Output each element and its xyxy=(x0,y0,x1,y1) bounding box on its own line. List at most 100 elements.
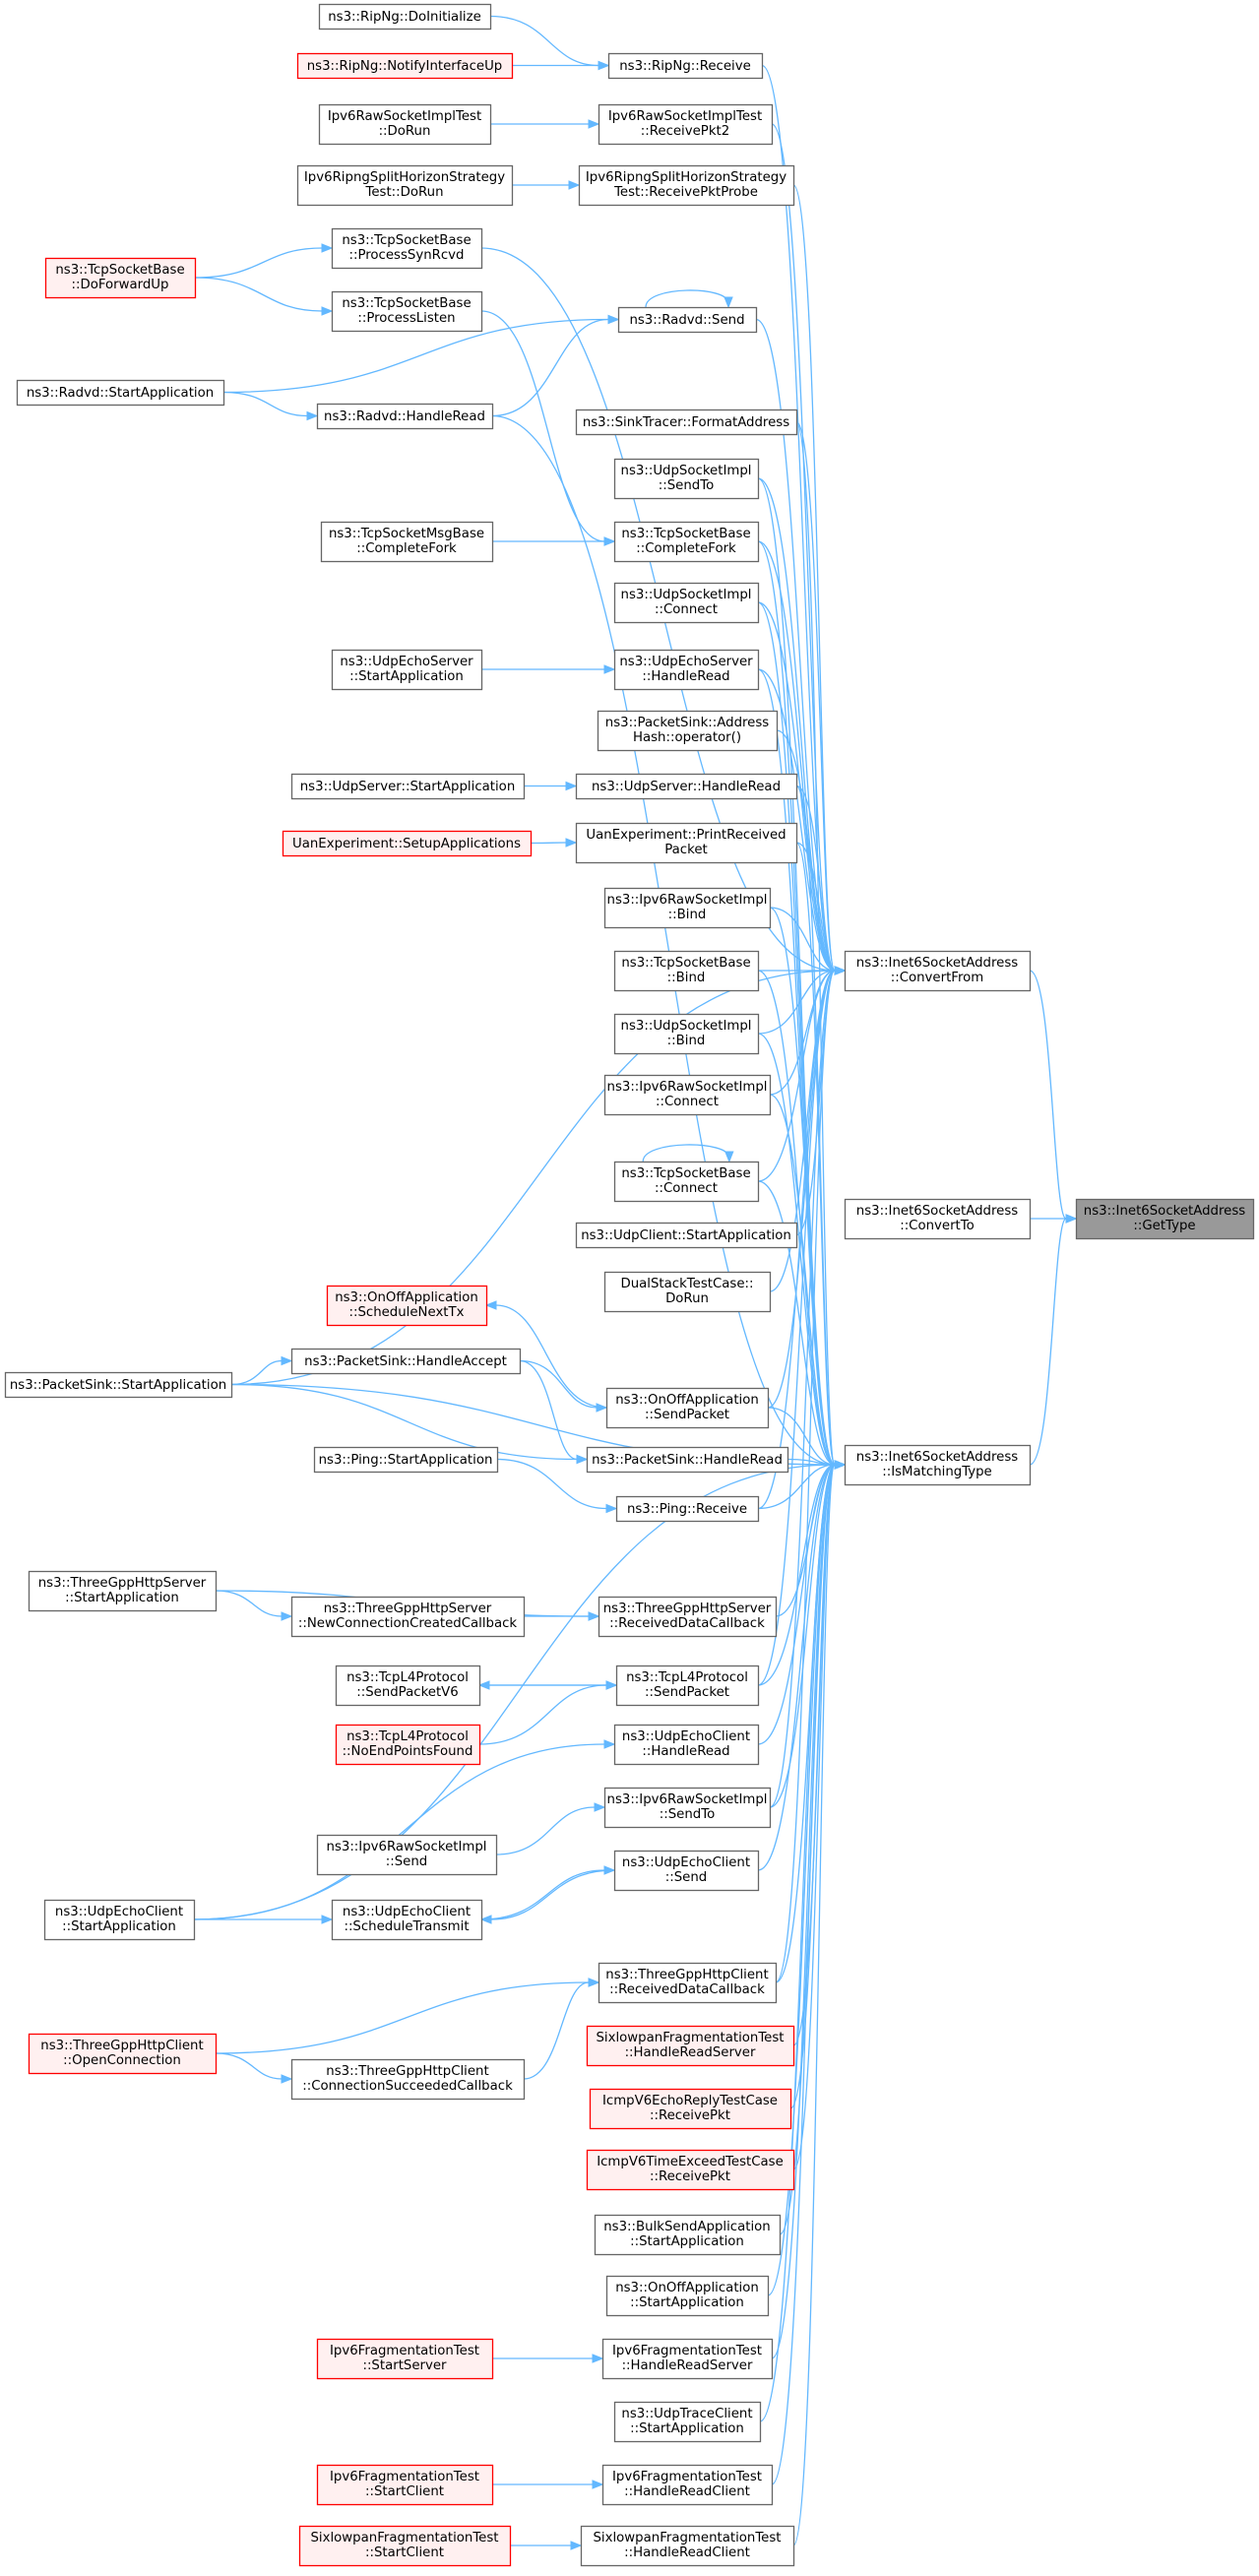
node-echoserver-read[interactable]: ns3::UdpEchoServer::HandleRead xyxy=(613,649,760,691)
node-label: ns3::UdpEchoClient xyxy=(343,1905,471,1919)
node-label: IcmpV6TimeExceedTestCase xyxy=(597,2155,784,2169)
node-udpserver-start[interactable]: ns3::UdpServer::StartApplication xyxy=(290,773,526,800)
node-echoserver-start[interactable]: ns3::UdpEchoServer::StartApplication xyxy=(331,649,483,691)
node-ripng-doinit[interactable]: ns3::RipNg::DoInitialize xyxy=(318,3,492,31)
node-sixlowpan-startclient[interactable]: SixlowpanFragmentationTest::StartClient xyxy=(298,2525,512,2567)
node-tcpl4-noend[interactable]: ns3::TcpL4Protocol::NoEndPointsFound xyxy=(335,1724,481,1766)
node-ipv6raw-bind[interactable]: ns3::Ipv6RawSocketImpl::Bind xyxy=(603,887,772,929)
node-box xyxy=(575,1222,798,1249)
node-icmp-time[interactable]: IcmpV6TimeExceedTestCase::ReceivePkt xyxy=(586,2149,795,2191)
node-sinktracer[interactable]: ns3::SinkTracer::FormatAddress xyxy=(575,408,798,436)
node-ripngsplit-probe[interactable]: Ipv6RipngSplitHorizonStrategyTest::Recei… xyxy=(578,164,795,207)
node-http-server-recv[interactable]: ns3::ThreeGppHttpServer::ReceivedDataCal… xyxy=(598,1596,778,1638)
node-box xyxy=(290,1596,526,1638)
node-udptrace-start[interactable]: ns3::UdpTraceClient::StartApplication xyxy=(613,2401,762,2443)
node-box xyxy=(296,164,514,207)
node-label: ::StartApplication xyxy=(630,2234,744,2249)
node-ipv6frag-readserver[interactable]: Ipv6FragmentationTest::HandleReadServer xyxy=(601,2338,774,2380)
node-box xyxy=(605,2275,770,2317)
node-onoff-next[interactable]: ns3::OnOffApplication::ScheduleNextTx xyxy=(326,1285,488,1327)
node-convertfrom[interactable]: ns3::Inet6SocketAddress::ConvertFrom xyxy=(844,950,1032,992)
node-udpimpl-bind[interactable]: ns3::UdpSocketImpl::Bind xyxy=(613,1013,760,1055)
node-ripng-notify[interactable]: ns3::RipNg::NotifyInterfaceUp xyxy=(296,52,514,80)
node-box xyxy=(331,290,483,333)
node-tcpmsg-fork[interactable]: ns3::TcpSocketMsgBase::CompleteFork xyxy=(320,521,494,563)
node-label: ns3::TcpL4Protocol xyxy=(346,1729,469,1744)
node-ipv6frag-startserver[interactable]: Ipv6FragmentationTest::StartServer xyxy=(316,2338,494,2380)
node-box xyxy=(603,1074,772,1116)
node-label: SixlowpanFragmentationTest xyxy=(310,2531,498,2545)
node-label: UanExperiment::SetupApplications xyxy=(292,837,521,851)
node-box xyxy=(613,2401,762,2443)
node-label: Ipv6RipngSplitHorizonStrategy xyxy=(586,170,787,185)
node-box xyxy=(28,1570,218,1612)
node-gettype[interactable]: ns3::Inet6SocketAddress::GetType xyxy=(1075,1198,1255,1240)
node-radvd-handleread[interactable]: ns3::Radvd::HandleRead xyxy=(316,403,494,430)
edge-ipv6frag-startserver-to-ipv6frag-readserver xyxy=(492,2354,604,2363)
node-box xyxy=(331,1899,483,1941)
node-ipv6raw-test-dorun[interactable]: Ipv6RawSocketImplTest::DoRun xyxy=(318,103,492,146)
node-tcpbase-fork[interactable]: ns3::TcpSocketBase::CompleteFork xyxy=(613,521,760,563)
node-udpserver-read[interactable]: ns3::UdpServer::HandleRead xyxy=(575,773,798,800)
node-icmp-echo[interactable]: IcmpV6EchoReplyTestCase::ReceivePkt xyxy=(589,2088,792,2130)
node-label: ns3::UdpEchoClient xyxy=(55,1905,183,1919)
edge-http-client-open-to-http-client-recv xyxy=(215,1978,600,2054)
node-ping-receive[interactable]: ns3::Ping::Receive xyxy=(615,1495,760,1523)
node-ismatching[interactable]: ns3::Inet6SocketAddress::IsMatchingType xyxy=(844,1444,1032,1486)
edge-radvd-start-to-radvd-handleread xyxy=(222,391,319,421)
node-ipv6raw-connect[interactable]: ns3::Ipv6RawSocketImpl::Connect xyxy=(603,1074,772,1116)
node-echoclient-send[interactable]: ns3::UdpEchoClient::Send xyxy=(613,1850,760,1892)
node-label: ns3::UdpEchoServer xyxy=(619,655,753,669)
node-ipv6raw-sendto[interactable]: ns3::Ipv6RawSocketImpl::SendTo xyxy=(603,1787,772,1829)
node-http-server-start[interactable]: ns3::ThreeGppHttpServer::StartApplicatio… xyxy=(28,1570,218,1612)
node-ping-start[interactable]: ns3::Ping::StartApplication xyxy=(313,1446,499,1474)
node-ipv6raw-test-recv2[interactable]: Ipv6RawSocketImplTest::ReceivePkt2 xyxy=(598,103,774,146)
node-label: ns3::Ipv6RawSocketImpl xyxy=(607,893,768,908)
node-packetsink-accept[interactable]: ns3::PacketSink::HandleAccept xyxy=(290,1348,522,1375)
node-udpimpl-sendto[interactable]: ns3::UdpSocketImpl::SendTo xyxy=(613,458,760,500)
node-sixlowpan-server[interactable]: SixlowpanFragmentationTest::HandleReadSe… xyxy=(586,2025,795,2067)
node-tcpbase-synrcvd[interactable]: ns3::TcpSocketBase::ProcessSynRcvd xyxy=(331,227,483,270)
node-http-client-recv[interactable]: ns3::ThreeGppHttpClient::ReceivedDataCal… xyxy=(598,1962,778,2004)
node-packetsink-read[interactable]: ns3::PacketSink::HandleRead xyxy=(586,1446,789,1474)
node-box xyxy=(597,710,779,752)
node-radvd-send[interactable]: ns3::Radvd::Send xyxy=(617,306,758,334)
edge-onoff-send-to-onoff-next xyxy=(484,1300,607,1409)
node-tcpbase-connect[interactable]: ns3::TcpSocketBase::Connect xyxy=(613,1161,760,1203)
node-echoclient-read[interactable]: ns3::UdpEchoClient::HandleRead xyxy=(613,1724,760,1766)
node-tcpl4-sendv6[interactable]: ns3::TcpL4Protocol::SendPacketV6 xyxy=(335,1665,481,1707)
node-sixlowpan-readclient[interactable]: SixlowpanFragmentationTest::HandleReadCl… xyxy=(580,2525,795,2567)
node-bulksend-start[interactable]: ns3::BulkSendApplication::StartApplicati… xyxy=(594,2214,782,2256)
node-http-server-newconn[interactable]: ns3::ThreeGppHttpServer::NewConnectionCr… xyxy=(290,1596,526,1638)
node-packetsink-start[interactable]: ns3::PacketSink::StartApplication xyxy=(4,1371,233,1399)
edge-echoclient-send-to-echoclient-sched xyxy=(479,1869,615,1924)
node-uan-setup[interactable]: UanExperiment::SetupApplications xyxy=(282,830,533,857)
node-ipv6raw-send[interactable]: ns3::Ipv6RawSocketImpl::Send xyxy=(316,1834,498,1876)
node-ripng-receive[interactable]: ns3::RipNg::Receive xyxy=(607,52,764,80)
node-label: ns3::UdpEchoServer xyxy=(340,655,473,669)
node-radvd-start[interactable]: ns3::Radvd::StartApplication xyxy=(16,379,225,407)
node-tcpbase-bind[interactable]: ns3::TcpSocketBase::Bind xyxy=(613,950,760,992)
node-onoff-start[interactable]: ns3::OnOffApplication::StartApplication xyxy=(605,2275,770,2317)
node-tcpl4-send[interactable]: ns3::TcpL4Protocol::SendPacket xyxy=(615,1665,760,1707)
node-label: ns3::ThreeGppHttpClient xyxy=(326,2064,488,2079)
node-udpimpl-connect[interactable]: ns3::UdpSocketImpl::Connect xyxy=(613,582,760,624)
node-dualstack[interactable]: DualStackTestCase::DoRun xyxy=(603,1271,772,1313)
node-http-client-succ[interactable]: ns3::ThreeGppHttpClient::ConnectionSucce… xyxy=(290,2058,526,2101)
node-convertto[interactable]: ns3::Inet6SocketAddress::ConvertTo xyxy=(844,1198,1032,1240)
node-label: ::StartApplication xyxy=(62,1919,176,1934)
node-label: ns3::TcpSocketMsgBase xyxy=(329,527,484,541)
node-tcpbase-forwardup[interactable]: ns3::TcpSocketBase::DoForwardUp xyxy=(44,257,197,299)
node-tcpbase-listen[interactable]: ns3::TcpSocketBase::ProcessListen xyxy=(331,290,483,333)
node-http-client-open[interactable]: ns3::ThreeGppHttpClient::OpenConnection xyxy=(28,2033,218,2075)
node-onoff-send[interactable]: ns3::OnOffApplication::SendPacket xyxy=(605,1387,770,1429)
node-box xyxy=(580,2525,795,2567)
node-udpclient-start[interactable]: ns3::UdpClient::StartApplication xyxy=(575,1222,798,1249)
node-echoclient-start[interactable]: ns3::UdpEchoClient::StartApplication xyxy=(43,1899,196,1941)
node-ipv6frag-startclient[interactable]: Ipv6FragmentationTest::StartClient xyxy=(316,2464,494,2506)
node-echoclient-sched[interactable]: ns3::UdpEchoClient::ScheduleTransmit xyxy=(331,1899,483,1941)
node-ipv6frag-readclient[interactable]: Ipv6FragmentationTest::HandleReadClient xyxy=(601,2464,774,2506)
